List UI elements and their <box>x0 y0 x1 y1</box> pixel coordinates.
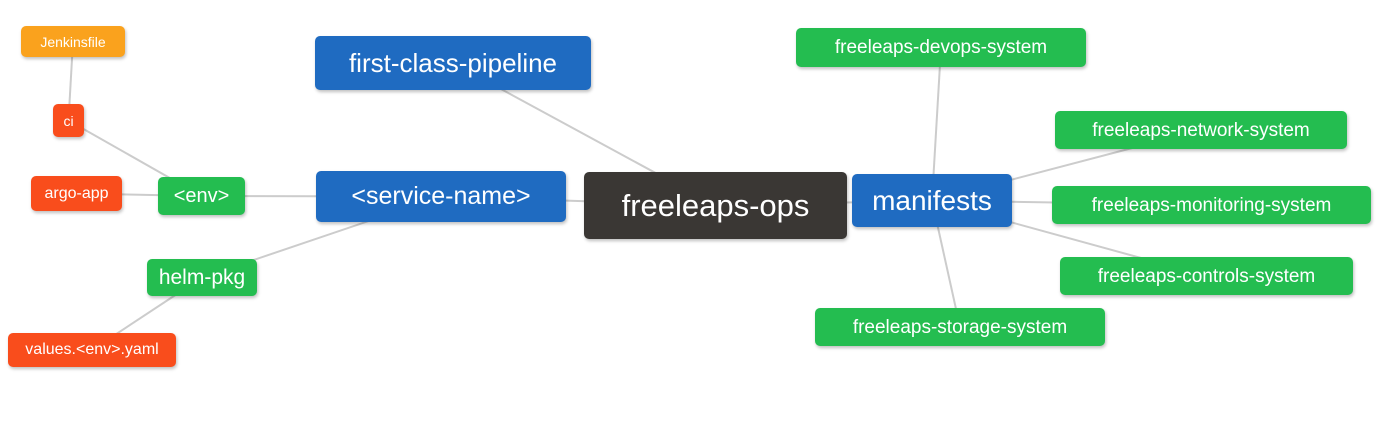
node-argo-app[interactable]: argo-app <box>31 176 122 211</box>
node-label-freeleaps-storage-system: freeleaps-storage-system <box>852 316 1068 338</box>
node-service-name[interactable]: <service-name> <box>316 171 566 222</box>
node-label-freeleaps-monitoring-system: freeleaps-monitoring-system <box>1091 194 1332 216</box>
node-label-ci: ci <box>63 112 74 129</box>
node-freeleaps-network-system[interactable]: freeleaps-network-system <box>1055 111 1347 149</box>
node-freeleaps-devops-system[interactable]: freeleaps-devops-system <box>796 28 1086 67</box>
node-label-service-name: <service-name> <box>351 182 531 210</box>
node-values-env-yaml[interactable]: values.<env>.yaml <box>8 333 176 367</box>
node-env[interactable]: <env> <box>158 177 245 215</box>
node-helm-pkg[interactable]: helm-pkg <box>147 259 257 296</box>
node-freeleaps-controls-system[interactable]: freeleaps-controls-system <box>1060 257 1353 295</box>
node-label-manifests: manifests <box>872 184 992 216</box>
node-freeleaps-storage-system[interactable]: freeleaps-storage-system <box>815 308 1105 346</box>
node-freeleaps-ops[interactable]: freeleaps-ops <box>584 172 847 239</box>
node-label-helm-pkg: helm-pkg <box>158 266 246 289</box>
node-label-values-env-yaml: values.<env>.yaml <box>25 341 159 358</box>
node-label-freeleaps-network-system: freeleaps-network-system <box>1092 119 1310 141</box>
node-label-env: <env> <box>173 185 230 207</box>
node-label-freeleaps-ops: freeleaps-ops <box>621 188 810 223</box>
node-jenkinsfile[interactable]: Jenkinsfile <box>21 26 125 57</box>
node-label-freeleaps-devops-system: freeleaps-devops-system <box>834 37 1048 58</box>
node-first-class-pipeline[interactable]: first-class-pipeline <box>315 36 591 90</box>
node-freeleaps-monitoring-system[interactable]: freeleaps-monitoring-system <box>1052 186 1371 224</box>
node-label-freeleaps-controls-system: freeleaps-controls-system <box>1097 265 1316 287</box>
node-label-jenkinsfile: Jenkinsfile <box>40 33 106 50</box>
node-manifests[interactable]: manifests <box>852 174 1012 227</box>
node-label-first-class-pipeline: first-class-pipeline <box>348 48 558 78</box>
node-ci[interactable]: ci <box>53 104 84 137</box>
node-label-argo-app: argo-app <box>44 184 109 202</box>
